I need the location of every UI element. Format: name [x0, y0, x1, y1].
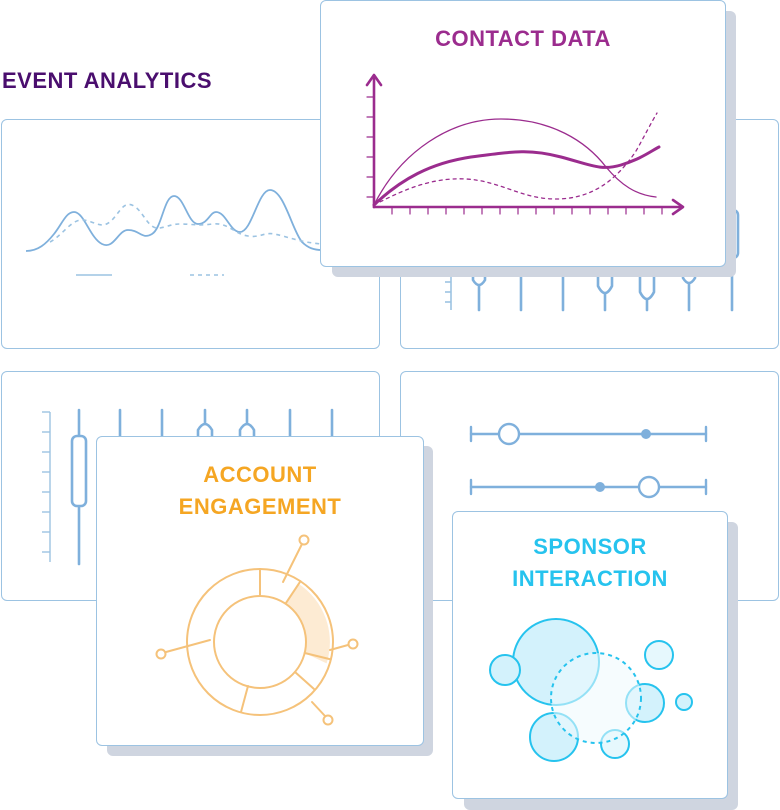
account-engagement-card: ACCOUNT ENGAGEMENT — [96, 436, 424, 746]
account-engagement-title-line1: ACCOUNT — [203, 462, 317, 487]
contact-data-title: CONTACT DATA — [435, 26, 611, 51]
sponsor-interaction-title-line1: SPONSOR — [533, 534, 647, 559]
slider-icon — [469, 422, 708, 499]
bubble-chart-icon — [489, 618, 693, 762]
sponsor-interaction-title-line2: INTERACTION — [512, 566, 668, 591]
sponsor-interaction-card: SPONSOR INTERACTION — [452, 511, 728, 799]
contact-data-card: CONTACT DATA — [320, 0, 726, 267]
background-panel-line-chart — [1, 119, 380, 349]
line-chart-icon — [365, 73, 685, 216]
donut-chart-icon — [155, 534, 359, 726]
account-engagement-title-line2: ENGAGEMENT — [178, 494, 342, 519]
page-title: EVENT ANALYTICS — [2, 68, 213, 93]
line-chart-icon — [25, 189, 323, 276]
candlestick-icon — [42, 408, 334, 566]
